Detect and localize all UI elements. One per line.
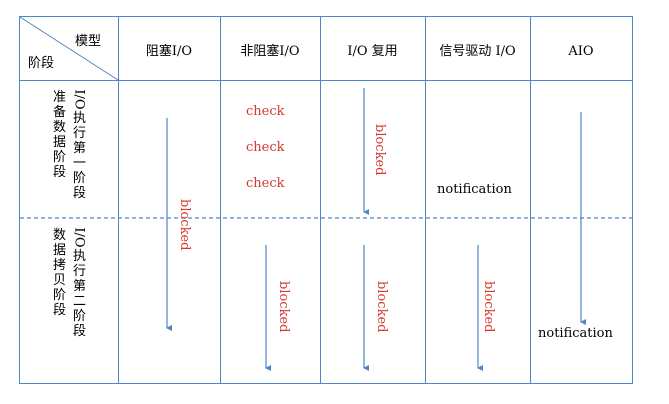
row-label-char: I/O [71, 227, 87, 248]
row-label-char: 一 [72, 156, 86, 171]
column-header-io-multiplex: I/O 复用 [347, 44, 398, 59]
notification-label-aio: notification [538, 326, 613, 341]
table-border-top [19, 16, 633, 17]
row-label-char: 第 [72, 279, 86, 294]
row-label-char: 阶 [52, 288, 66, 303]
column-divider-4 [425, 16, 426, 384]
notification-label-signal-io: notification [437, 182, 512, 197]
row-label-char: 贝 [52, 273, 66, 288]
column-divider-1 [118, 16, 119, 384]
table-border-left [19, 16, 20, 384]
corner-stage-label: 阶段 [28, 56, 55, 71]
blocked-label-multiplex-stage2: blocked [374, 281, 389, 333]
table-border-bottom [19, 383, 633, 384]
blocked-label-blocking-io: blocked [177, 199, 192, 251]
row-label-char: 段 [52, 165, 66, 180]
corner-model-label: 模型 [75, 34, 102, 49]
row-label-char: 数 [52, 120, 66, 135]
blocked-label-nonblocking-stage2: blocked [276, 281, 291, 333]
row-label-char: 据 [52, 135, 66, 150]
corner-diagonal-line [19, 16, 119, 81]
row-label-char: 二 [72, 294, 86, 309]
row-label-char: 执 [72, 249, 86, 264]
column-header-blocking-io: 阻塞I/O [145, 44, 193, 59]
row-label-char: 阶 [72, 171, 86, 186]
column-divider-5 [530, 16, 531, 384]
row-label-char: 执 [72, 111, 86, 126]
row-label-char: I/O [71, 89, 87, 110]
row-label-char: 拷 [52, 258, 66, 273]
row-label-char: 第 [72, 141, 86, 156]
check-label-1: check [246, 104, 285, 119]
column-divider-2 [220, 16, 221, 384]
check-label-2: check [246, 140, 285, 155]
row-label-char: 阶 [72, 309, 86, 324]
row-label-char: 段 [72, 186, 86, 201]
row-label-char: 备 [52, 105, 66, 120]
row-label-char: 段 [52, 303, 66, 318]
table-header-divider [19, 80, 633, 81]
row-label-char: 行 [72, 126, 86, 141]
column-divider-3 [320, 16, 321, 384]
row-label-char: 行 [72, 264, 86, 279]
column-header-nonblocking-io: 非阻塞I/O [240, 44, 300, 59]
row-label-char: 据 [52, 243, 66, 258]
blocked-label-multiplex-stage1: blocked [372, 124, 387, 176]
column-header-aio: AIO [568, 44, 594, 59]
blocked-label-signal-stage2: blocked [481, 281, 496, 333]
row-label-char: 数 [52, 228, 66, 243]
check-label-3: check [246, 176, 285, 191]
row-label-char: 阶 [52, 150, 66, 165]
table-border-right [632, 16, 633, 384]
row-label-char: 准 [52, 90, 66, 105]
row-label-char: 段 [72, 324, 86, 339]
column-header-signal-driven-io: 信号驱动 I/O [439, 44, 516, 59]
